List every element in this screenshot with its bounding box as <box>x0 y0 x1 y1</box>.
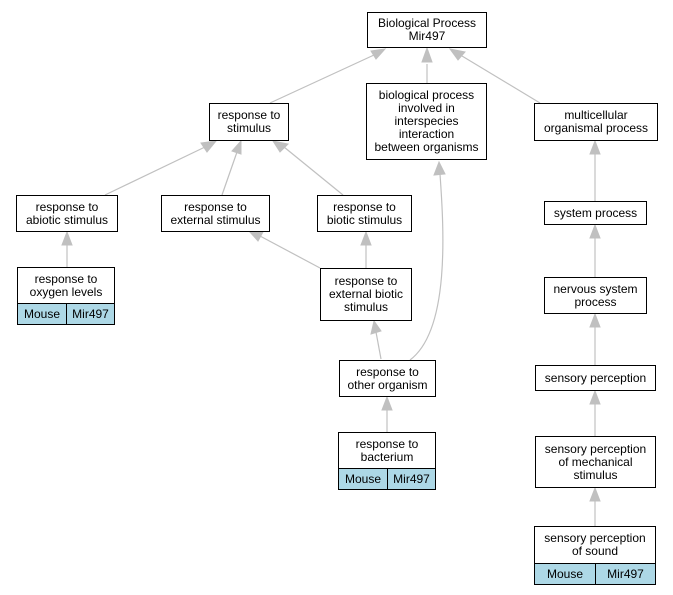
node-multicellular-organismal-process[interactable]: multicellular organismal process <box>534 103 658 141</box>
edge-external-biotic-to-external <box>259 235 321 269</box>
gene-tag: Mir497 <box>595 563 656 585</box>
arrowhead-root-center <box>421 46 433 63</box>
edge-other-to-interspecies <box>409 173 444 361</box>
node-label: response to external biotic stimulus <box>328 274 404 314</box>
edge-external-to-stimulus <box>221 151 238 196</box>
arrowhead-stimulus-center <box>231 139 242 155</box>
node-biological-process-root[interactable]: Biological Process Mir497 <box>367 12 487 48</box>
node-label: nervous system process <box>553 281 638 309</box>
edge-other-to-external-biotic <box>375 331 382 360</box>
arrowhead-abiotic <box>61 230 73 246</box>
node-response-to-oxygen-levels[interactable]: response to oxygen levels <box>17 267 115 304</box>
arrowhead-root-right <box>448 48 466 61</box>
node-label: response to external stimulus <box>170 199 261 227</box>
node-label: response to biotic stimulus <box>326 199 403 227</box>
arrowhead-stimulus-left <box>200 140 218 153</box>
gene-tag: Mir497 <box>66 303 115 325</box>
arrowhead-stimulus-right <box>271 140 290 153</box>
node-label: biological process involved in interspec… <box>374 88 479 154</box>
edge-biotic-to-stimulus <box>283 146 344 196</box>
edge-stimulus-to-root <box>269 54 375 104</box>
node-label: system process <box>553 205 638 220</box>
node-nervous-system-process[interactable]: nervous system process <box>544 277 647 314</box>
node-response-to-abiotic-stimulus[interactable]: response to abiotic stimulus <box>16 195 118 232</box>
node-response-to-external-biotic-stimulus[interactable]: response to external biotic stimulus <box>320 268 412 321</box>
node-system-process[interactable]: system process <box>544 201 647 225</box>
node-sensory-perception-of-sound[interactable]: sensory perception of sound <box>534 526 656 564</box>
gene-tag: Mir497 <box>387 468 436 490</box>
node-sensory-perception-of-mechanical-stimulus[interactable]: sensory perception of mechanical stimulu… <box>535 436 656 488</box>
node-label: response to other organism <box>347 364 428 392</box>
node-response-to-stimulus[interactable]: response to stimulus <box>209 103 289 141</box>
arrowhead-external-biotic <box>370 319 382 335</box>
node-response-to-biotic-stimulus[interactable]: response to biotic stimulus <box>317 195 412 232</box>
node-label: sensory perception of sound <box>544 531 646 558</box>
edge-abiotic-to-stimulus <box>104 146 206 196</box>
arrowhead-biotic <box>360 230 372 246</box>
node-interspecies-interaction[interactable]: biological process involved in interspec… <box>366 83 487 160</box>
species-tag: Mouse <box>17 303 67 325</box>
node-label: multicellular organismal process <box>543 108 649 135</box>
node-label: response to abiotic stimulus <box>25 199 109 227</box>
node-label: sensory perception of mechanical stimulu… <box>544 441 647 482</box>
arrowhead-system <box>589 223 601 239</box>
node-label: Biological Process Mir497 <box>377 16 477 43</box>
node-response-to-external-stimulus[interactable]: response to external stimulus <box>161 195 270 232</box>
node-label: sensory perception <box>544 370 647 385</box>
node-sensory-perception[interactable]: sensory perception <box>535 365 656 391</box>
arrowhead-sensory <box>589 389 601 405</box>
node-label: response to stimulus <box>217 108 281 135</box>
arrowhead-nervous <box>589 312 601 328</box>
species-tag: Mouse <box>534 563 596 585</box>
arrowhead-mechanical <box>589 486 601 502</box>
node-response-to-other-organism[interactable]: response to other organism <box>339 360 436 397</box>
node-label: response to oxygen levels <box>29 271 103 299</box>
arrowhead-interspecies <box>433 160 446 176</box>
arrowhead-other <box>381 395 393 411</box>
edge-multicellular-to-root <box>461 55 541 104</box>
arrowhead-external <box>247 230 264 242</box>
node-label: response to bacterium <box>355 436 419 464</box>
arrowhead-root-left <box>370 48 387 60</box>
arrowhead-multicellular <box>589 139 601 155</box>
species-tag: Mouse <box>338 468 388 490</box>
node-response-to-bacterium[interactable]: response to bacterium <box>338 432 436 469</box>
